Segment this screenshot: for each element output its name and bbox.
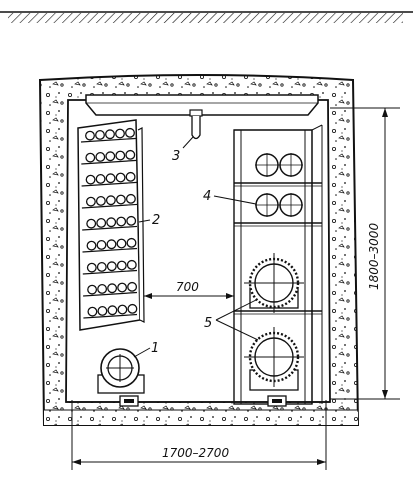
leader-5b (215, 319, 259, 341)
right-small-cables-top (255, 153, 303, 177)
leader-1 (133, 347, 151, 358)
rack-cable (105, 195, 116, 206)
rack-cable (85, 152, 96, 163)
rack-cable (105, 129, 115, 140)
rack-shelf (81, 203, 138, 209)
label-3: 3 (172, 149, 180, 164)
rack-shelf (82, 269, 138, 275)
rack-shelf (83, 313, 138, 319)
rack-cable (115, 128, 125, 139)
rack-cable (105, 151, 116, 162)
rack-shelf (83, 291, 138, 297)
rack-cable (85, 174, 96, 185)
rack-cable (127, 303, 138, 314)
rack-cable (96, 239, 107, 250)
rack-cable (85, 130, 95, 141)
rack-cable (125, 171, 136, 182)
rack-cable (86, 262, 97, 273)
right-large-cable-lower (244, 327, 304, 407)
rack-cable (95, 173, 106, 184)
aisle-dimension (144, 293, 234, 299)
rack-cable (97, 306, 108, 316)
rack-shelf (81, 181, 138, 187)
ceiling-beam (85, 94, 319, 116)
rack-cable (116, 238, 127, 249)
leader-5a (215, 299, 257, 321)
rack-cable (95, 195, 106, 206)
rack-cable (126, 215, 137, 226)
rack-cable (116, 216, 127, 227)
rack-shelf (80, 137, 138, 143)
rack-shelf (81, 159, 138, 165)
rack-cable (115, 194, 126, 205)
rack-cable (127, 281, 138, 292)
rack-cable (95, 151, 106, 162)
left-floor-cable-icon (97, 348, 145, 407)
rack-cable (115, 172, 126, 183)
rack-cable (125, 149, 136, 160)
rack-cable (117, 282, 128, 293)
rack-cable (126, 259, 137, 270)
rack-cable (87, 284, 98, 295)
rack-cable (117, 304, 128, 315)
rack-cable (125, 193, 136, 204)
ceiling-lamp-icon (189, 109, 203, 140)
leader-4 (213, 195, 257, 205)
rack-cable (86, 218, 97, 229)
rack-cable (96, 217, 107, 228)
rack-cable (85, 196, 96, 207)
rack-cable (95, 129, 105, 140)
leader-3 (182, 136, 194, 149)
rack-shelf (82, 247, 138, 253)
leader-2 (138, 219, 151, 223)
rack-cable (106, 217, 117, 228)
rack-cable (96, 262, 107, 272)
width-dimension-label: 1700–2700 (162, 446, 229, 460)
rack-cable (106, 261, 117, 272)
rack-cable (126, 237, 137, 248)
rack-cable (87, 306, 98, 317)
right-small-cables-middle (255, 193, 303, 217)
rack-cable (106, 239, 117, 250)
rack-cable (107, 283, 118, 294)
label-5: 5 (204, 316, 212, 331)
height-dimension (330, 107, 400, 400)
rack-cable (125, 127, 135, 138)
ground-surface (0, 11, 413, 23)
rack-cable (116, 260, 127, 271)
label-1: 1 (151, 341, 159, 356)
rack-cable (86, 240, 97, 251)
label-4: 4 (203, 189, 211, 204)
rack-shelf (82, 225, 138, 231)
right-large-cable-upper (244, 253, 304, 313)
left-cable-group (80, 127, 138, 319)
height-dimension-label: 1800–3000 (367, 223, 381, 290)
label-2: 2 (152, 213, 160, 228)
rack-cable (97, 284, 108, 294)
rack-cable (105, 173, 116, 184)
rack-cable (115, 150, 126, 161)
width-dimension (71, 400, 327, 470)
rack-cable (107, 305, 118, 316)
aisle-dimension-label: 700 (176, 280, 199, 294)
